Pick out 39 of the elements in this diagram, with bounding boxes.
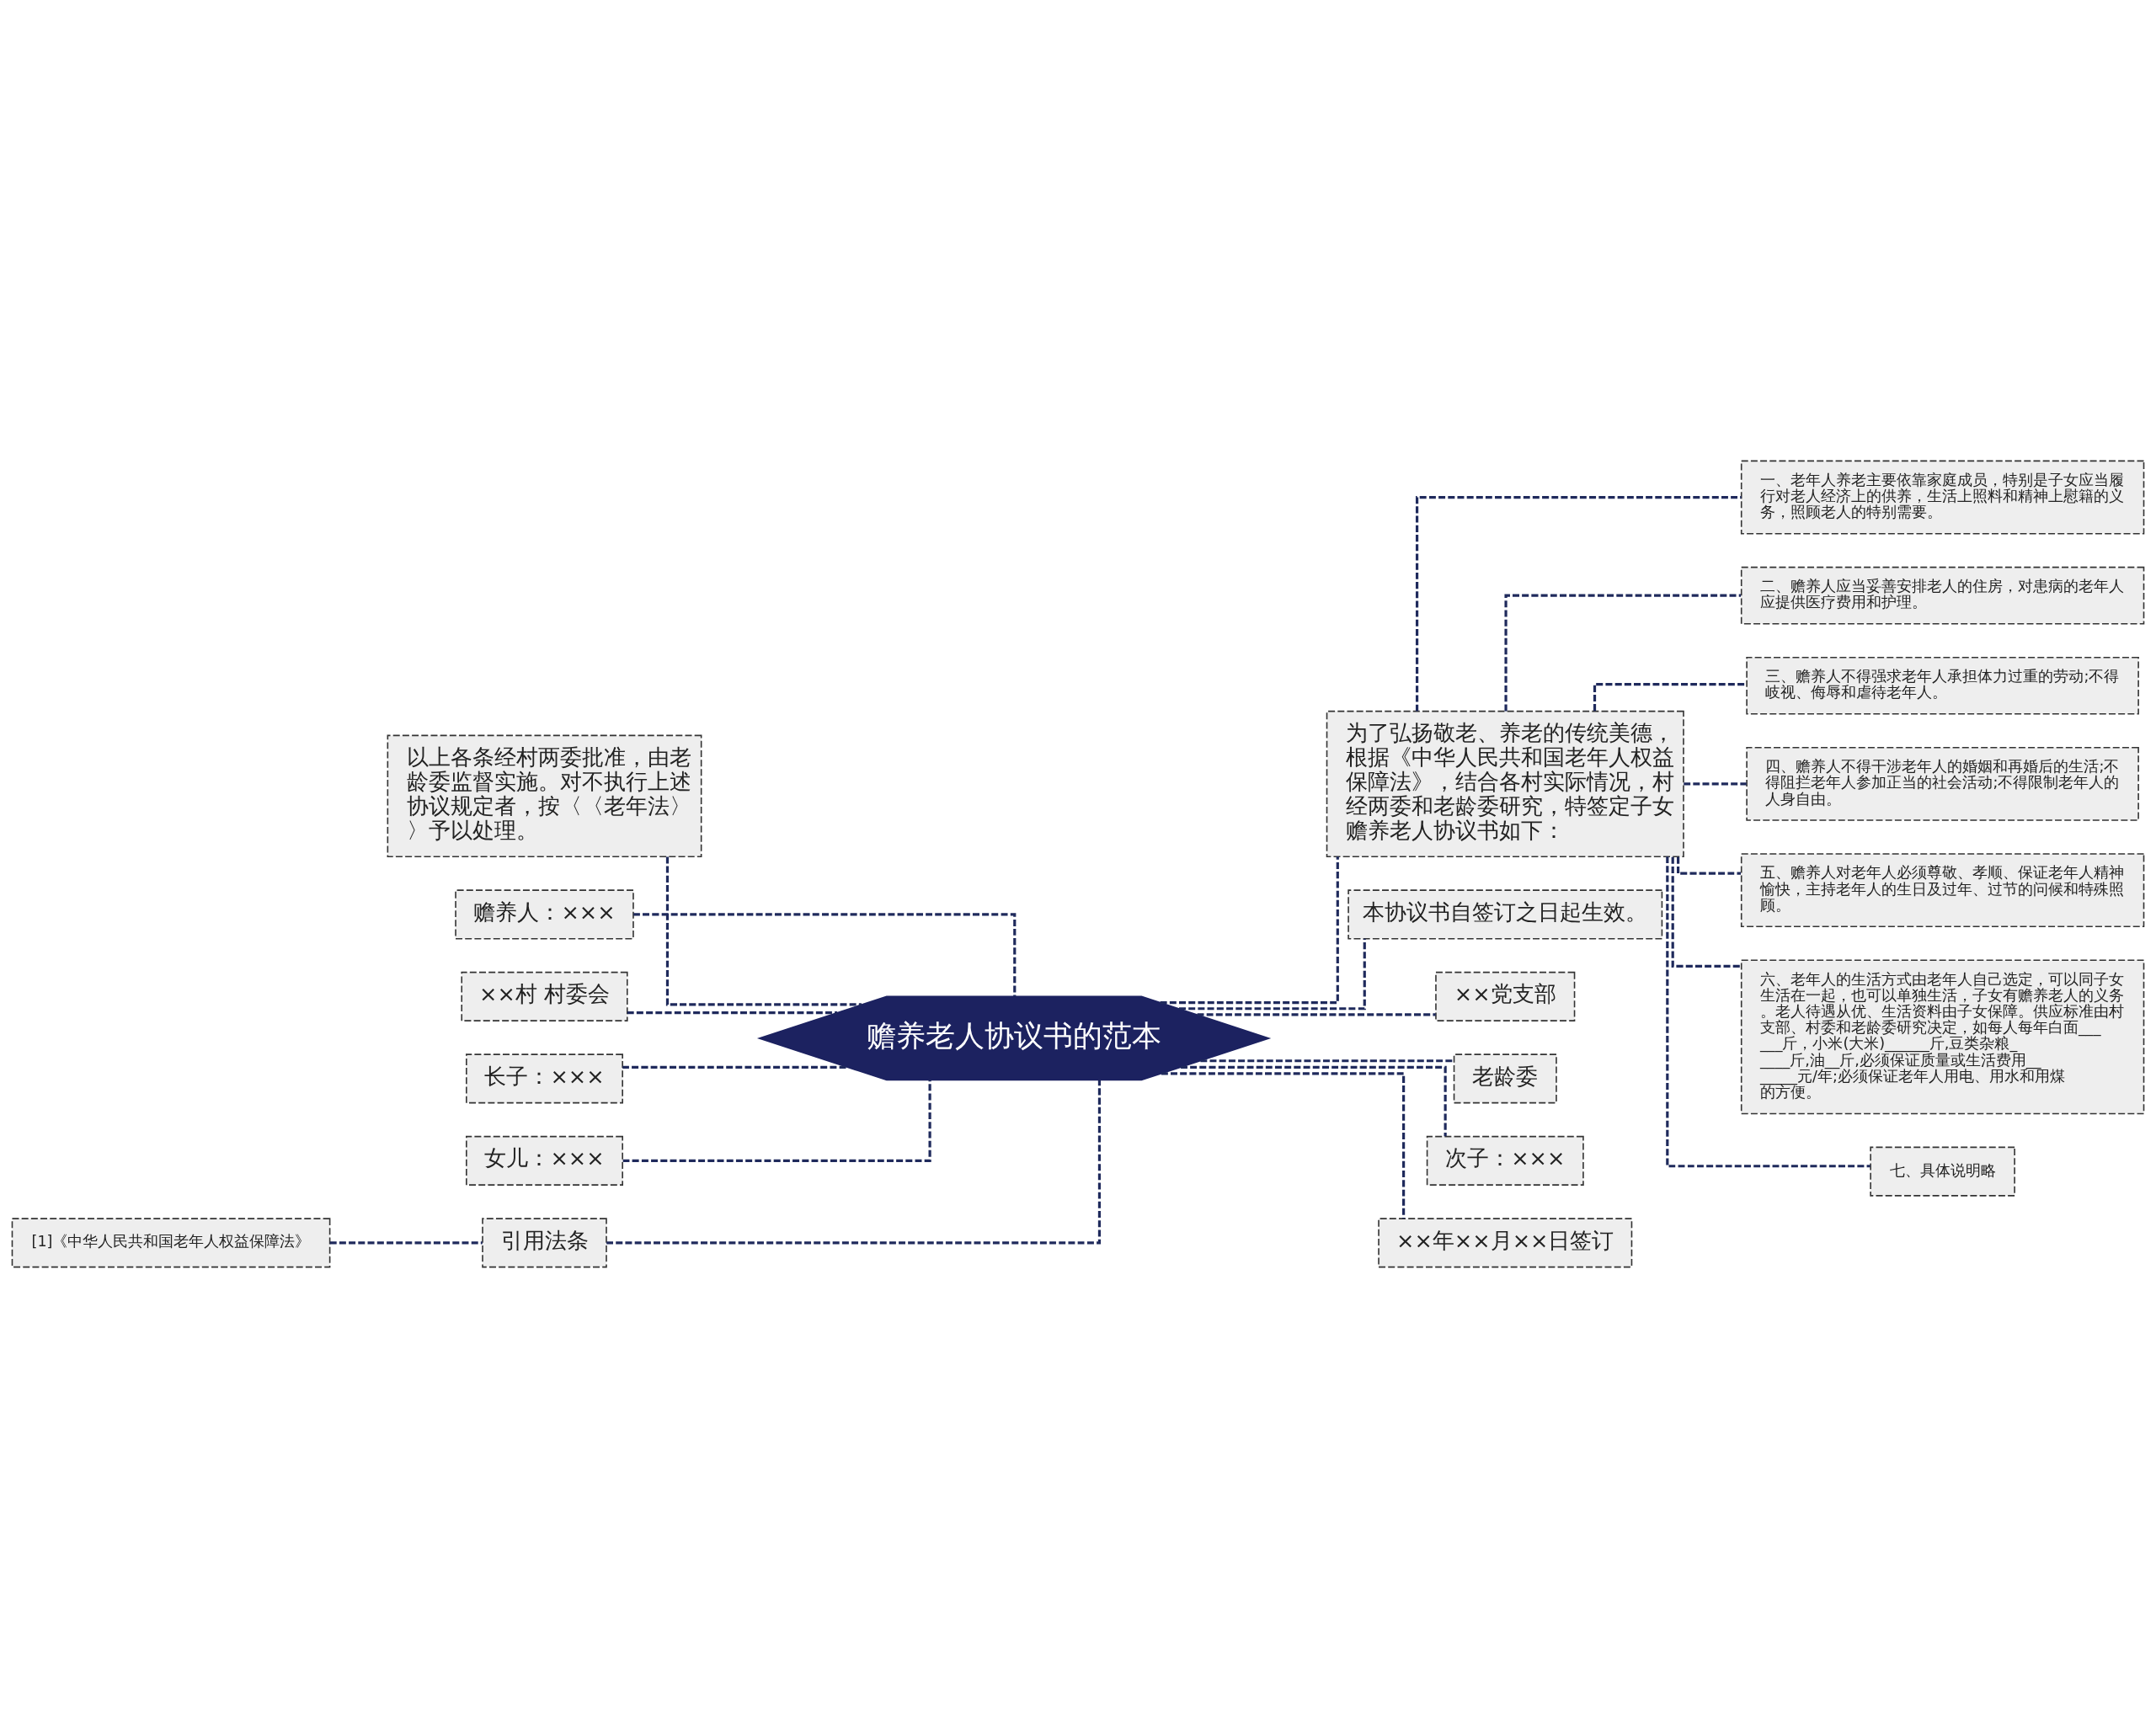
connector [1677,856,1741,875]
connector [1160,856,1339,1005]
node-box: 二、赡养人应当妥善安排老人的住房，对患病的老年人应提供医疗费用和护理。 [1740,566,2145,625]
connector [1179,938,1366,1011]
connector [1197,1013,1436,1016]
connector [329,1241,483,1245]
connector [1416,495,1742,712]
node-box: 五、赡养人对老年人必须尊敬、孝顺、保证老年人精神愉快，主持老年人的生日及过年、过节的问候和特殊照顾。 [1740,853,2145,928]
connector [606,1080,1102,1245]
node-box: ××年××月××日签订 [1378,1218,1633,1268]
node-box: 六、老年人的生活方式由老年人自己选定，可以同子女生活在一起，也可以单独生活，子女有赡养老人的义务。老人待遇从优、生活资料由子女保障。供应标准由村支部、村委和老龄委研究决定，如每人每年白面______斤，小米(大米)______斤,豆类杂粮_____斤,油__斤,必须保证质量或生活费用_______元/年;必须保证老年人用电、用水和用煤的方便。 [1740,959,2145,1115]
node-box: 本协议书自签订之日起生效。 [1348,889,1663,940]
connector [627,1011,838,1015]
connector [665,856,862,1006]
connector [622,1065,847,1069]
node-box: 以上各条经村两委批准，由老龄委监督实施。对不执行上述协议规定者，按〈〈老年法〉〉予以处理。 [387,734,702,857]
connector [622,1080,931,1162]
node-box: 一、老年人养老主要依靠家庭成员，特别是子女应当履行对老人经济上的供养，生活上照料和精神上慰籍的义务，照顾老人的特别需要。 [1740,460,2145,535]
node-box: ××村 村委会 [461,971,628,1021]
connector [1671,856,1742,968]
node-box: 次子：××× [1426,1135,1584,1186]
node-box: 老龄委 [1453,1053,1557,1104]
node-box: 七、具体说明略 [1870,1146,2015,1197]
node-box: 女儿：××× [466,1135,623,1186]
connector [1666,856,1870,1168]
node-box: 引用法条 [482,1218,607,1268]
node-box: [1]《中华人民共和国老年人权益保障法》 [11,1218,331,1268]
node-box: ××党支部 [1435,971,1576,1021]
node-box: 四、赡养人不得干涉老年人的婚姻和再婚后的生活;不得阻拦老年人参加正当的社会活动;不得限制老年人的人身自由。 [1746,746,2139,821]
node-box: 三、赡养人不得强求老年人承担体力过重的劳动;不得岐视、侮辱和虐待老年人。 [1746,656,2139,715]
connector [1181,1065,1447,1137]
connector [1200,1059,1454,1063]
node-box: 为了弘扬敬老、养老的传统美德，根据《中华人民共和国老年人权益保障法》，结合各村实际情况，村经两委和老龄委研究，特签定子女赡养老人协议书如下： [1326,710,1684,857]
connector [1684,782,1747,786]
node-box: 赡养人：××× [455,889,634,940]
connector [1161,1072,1406,1219]
connector [633,913,1017,997]
connector [1504,594,1742,712]
node-box: 长子：××× [466,1053,623,1104]
